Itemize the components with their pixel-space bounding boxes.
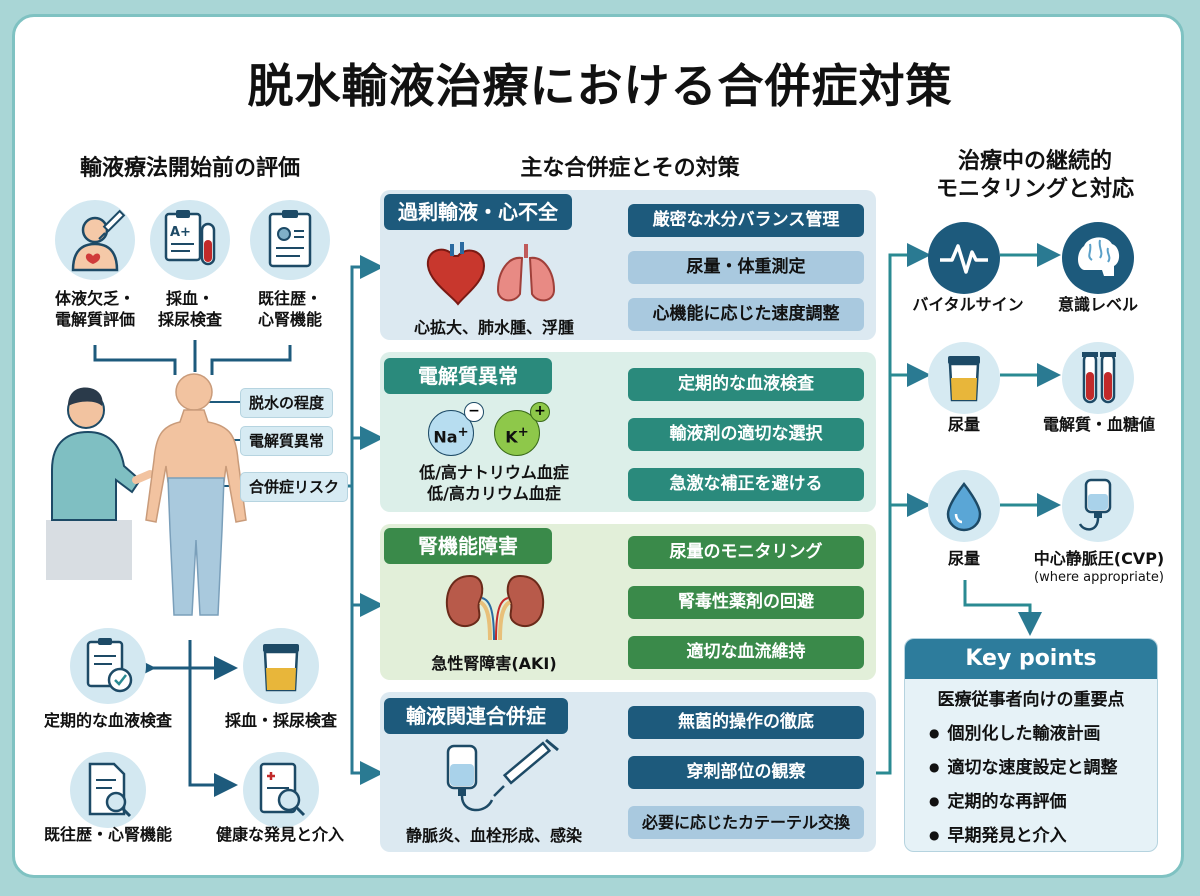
monitor-note-cvp: (where appropriate) — [1034, 570, 1164, 585]
action-1-2: 尿量・体重測定 — [628, 251, 864, 284]
tag-dehydration-level: 脱水の程度 — [240, 388, 334, 418]
bottom-item-label-1: 定期的な血液検査 — [43, 711, 172, 730]
bottom-item-label-4: 健康な発見と介入 — [215, 825, 344, 844]
urine-cup-icon — [243, 628, 319, 704]
medical-record-icon — [250, 200, 330, 280]
tag-complication-risk: 合併症リスク — [240, 472, 349, 502]
water-drop-icon — [928, 470, 1000, 542]
key-points-subtitle: 医療従事者向けの重要点 — [937, 690, 1125, 710]
iv-bag-icon — [1062, 470, 1134, 542]
action-3-3: 適切な血流維持 — [628, 636, 864, 669]
minus-icon: − — [464, 402, 484, 422]
top-item-label-3: 既往歴・心腎機能 — [257, 289, 322, 329]
action-3-2: 腎毒性薬剤の回避 — [628, 586, 864, 619]
plus-icon: + — [530, 402, 550, 422]
panel-title-fluid-overload: 過剰輸液・心不全 — [384, 194, 572, 230]
caption-renal: 急性腎障害(AKI) — [431, 654, 557, 673]
caption-fluid-overload: 心拡大、肺水腫、浮腫 — [413, 318, 574, 337]
monitor-label-vitals: バイタルサイン — [912, 295, 1024, 314]
brain-icon — [1062, 222, 1134, 294]
caption-electrolyte: 低/高ナトリウム血症 低/高カリウム血症 — [419, 463, 569, 503]
action-4-3: 必要に応じたカテーテル交換 — [628, 806, 864, 839]
monitor-label-urine-2: 尿量 — [947, 549, 980, 568]
key-point-item: 個別化した輸液計画 — [929, 719, 1157, 744]
panel-title-renal: 腎機能障害 — [384, 528, 552, 564]
urine-cup-icon — [928, 342, 1000, 414]
svg-text:A+: A+ — [170, 225, 191, 240]
page-title: 脱水輸液治療における合併症対策 — [247, 59, 953, 113]
key-points-header: Key points — [905, 639, 1157, 679]
action-2-1: 定期的な血液検査 — [628, 368, 864, 401]
clipboard-check-icon — [70, 628, 146, 704]
monitor-label-urine-1: 尿量 — [947, 415, 980, 434]
action-2-2: 輸液剤の適切な選択 — [628, 418, 864, 451]
doctor-patient-illustration — [46, 373, 247, 616]
kidney-icon — [445, 574, 545, 640]
caption-infusion-related: 静脈炎、血栓形成、感染 — [405, 826, 582, 845]
key-point-item: 定期的な再評価 — [929, 787, 1157, 812]
key-point-item: 適切な速度設定と調整 — [929, 753, 1157, 778]
record-search-icon — [243, 752, 319, 828]
bottom-item-label-2: 採血・採尿検査 — [224, 711, 337, 730]
action-3-1: 尿量のモニタリング — [628, 536, 864, 569]
action-4-1: 無菌的操作の徹底 — [628, 706, 864, 739]
action-2-3: 急激な補正を避ける — [628, 468, 864, 501]
iv-syringe-icon — [446, 738, 559, 812]
bottom-item-label-3: 既往歴・心腎機能 — [43, 825, 172, 844]
key-point-item: 早期発見と介入 — [929, 821, 1157, 846]
document-magnifier-icon — [70, 752, 146, 828]
top-item-label-2: 採血・採尿検査 — [157, 289, 222, 329]
blood-test-clipboard-icon: A+ — [150, 200, 230, 280]
action-4-2: 穿刺部位の観察 — [628, 756, 864, 789]
action-1-3: 心機能に応じた速度調整 — [628, 298, 864, 331]
top-item-label-1: 体液欠乏・電解質評価 — [54, 289, 135, 329]
tag-electrolyte-abnormality: 電解質異常 — [240, 426, 334, 456]
test-tubes-icon — [1062, 342, 1134, 414]
monitor-label-cvp: 中心静脈圧(CVP) — [1033, 549, 1165, 568]
right-heading: 治療中の継続的モニタリングと対応 — [935, 149, 1134, 202]
panel-title-infusion-related: 輸液関連合併症 — [384, 698, 568, 734]
action-1-1: 厳密な水分バランス管理 — [628, 204, 864, 237]
monitor-label-consciousness: 意識レベル — [1057, 295, 1138, 314]
left-heading: 輸液療法開始前の評価 — [79, 156, 300, 181]
panel-title-electrolyte: 電解質異常 — [384, 358, 552, 394]
heartbeat-icon — [928, 222, 1000, 294]
body-syringe-icon — [55, 200, 135, 280]
monitor-label-electrolytes: 電解質・血糖値 — [1042, 415, 1155, 434]
middle-heading: 主な合併症とその対策 — [520, 156, 740, 181]
heart-lungs-icon — [426, 242, 556, 306]
key-points-box: Key points 医療従事者向けの重要点 個別化した輸液計画 適切な速度設定… — [904, 638, 1158, 852]
